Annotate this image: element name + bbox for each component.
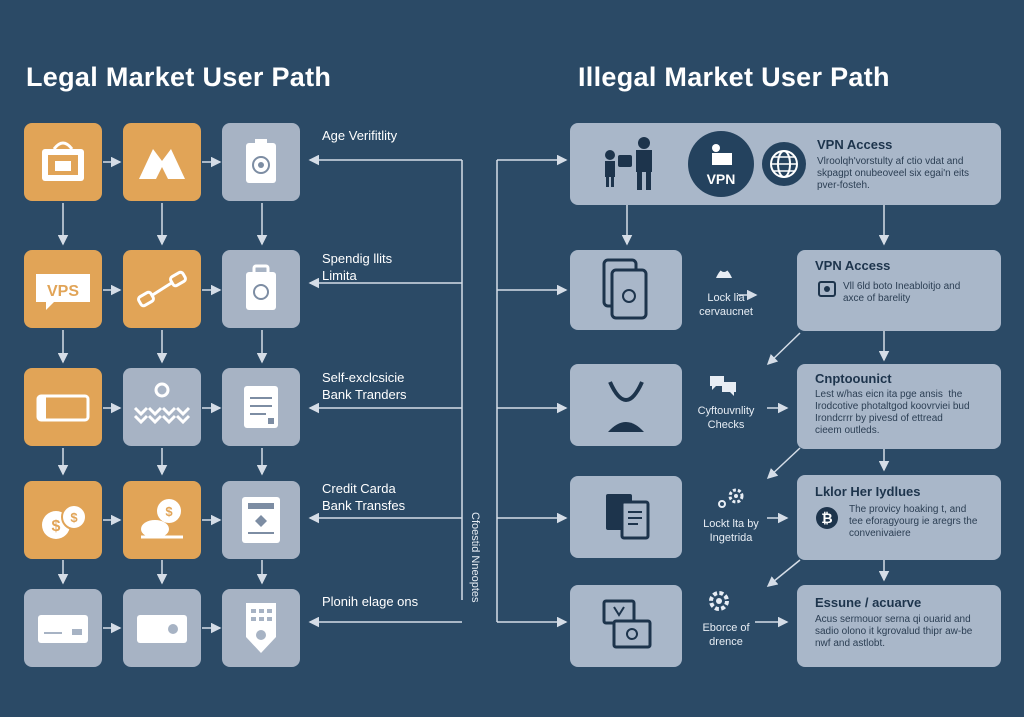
- gear-chevrons-icon: [133, 382, 191, 425]
- escrow-panel-title: Essune / acuarve: [815, 595, 922, 610]
- globe-icon: [770, 150, 798, 178]
- vpn-access-panel[interactable]: VPN Access Vll 6ld boto Ineabloitjo and …: [797, 250, 1001, 331]
- label-cyftouvnlity-checks: Cyftouvnlity Checks: [697, 405, 755, 431]
- label-spending-limits: Spendig llits Limita: [322, 251, 393, 283]
- connector-tile[interactable]: [123, 250, 201, 328]
- bitcoin-panel-body: The provicy hoaking t, and tee eforagyou…: [849, 504, 978, 539]
- escrow-panel-body: Acus sermouor serna qi ouarid and sadio …: [815, 614, 973, 649]
- credit-card-tile[interactable]: [24, 589, 102, 667]
- top-panel-title: VPN Access: [817, 137, 893, 152]
- label-pronih-stages: Plonih elage ons: [322, 594, 419, 609]
- bitcoin-icon: ₿: [816, 507, 838, 529]
- illegal-path-title: Illegal Market User Path: [578, 62, 890, 92]
- form-icon: [242, 497, 280, 543]
- label-self-exclusion: Self-exclcsicie Bank Tranders: [322, 370, 407, 402]
- people-icon: [605, 137, 652, 190]
- document-tile[interactable]: [222, 368, 300, 446]
- lock-icon: [716, 264, 732, 278]
- vpn-access-panel-title: VPN Access: [815, 258, 891, 273]
- cryptocurrency-panel[interactable]: Cnptoounict Lest w/has eicn ita pge ansi…: [797, 364, 1001, 449]
- coins-icon: $$: [42, 504, 87, 539]
- gears-icon: [718, 488, 744, 508]
- vps-tile[interactable]: VPS: [24, 250, 102, 328]
- label-lockt-ingetrida: Lockt lta by Ingetrida: [703, 518, 759, 544]
- id-badge-icon: [246, 139, 276, 183]
- documents-icon: [606, 494, 650, 540]
- settings-gear-icon: [709, 591, 729, 611]
- bank-form-tile[interactable]: [222, 481, 300, 559]
- top-panel-body: Vlroolqh'vorstulty af ctio vdat and skpa…: [817, 156, 970, 191]
- device-screens-icon: [602, 599, 652, 649]
- label-age-verification: Age Verifitlity: [322, 128, 398, 143]
- keypad-tile[interactable]: [222, 589, 300, 667]
- label-credit-cards: Credit Carda Bank Transfes: [322, 481, 406, 513]
- vpn-user-icon: [712, 144, 732, 165]
- bitcoin-panel-title: Lklor Her Iydlues: [815, 484, 921, 499]
- tent-icon: [139, 149, 185, 179]
- svg-text:$: $: [165, 504, 173, 519]
- device-card[interactable]: [570, 585, 682, 667]
- user-card[interactable]: [570, 364, 682, 446]
- vpn-badge: VPN: [688, 131, 754, 197]
- documents-card[interactable]: [570, 476, 682, 558]
- calendar-doc-icon: [244, 386, 278, 428]
- card-tile[interactable]: [24, 368, 102, 446]
- vpn-access-panel-body: Vll 6ld boto Ineabloitjo and axce of bar…: [843, 281, 961, 304]
- user-icon: [608, 381, 644, 432]
- bitcoin-panel[interactable]: Lklor Her Iydlues ₿ The provicy hoaking …: [797, 475, 1001, 560]
- vertical-connector-label: Cfoestid Nneoptes: [469, 512, 481, 603]
- card-outline-icon: [36, 394, 90, 422]
- card-check-icon: [137, 615, 187, 643]
- svg-text:₿: ₿: [821, 510, 832, 526]
- phones-card[interactable]: [570, 250, 682, 330]
- svg-text:$: $: [70, 510, 78, 525]
- shopping-bag-tile[interactable]: [24, 123, 102, 201]
- cryptocurrency-panel-body: Lest w/has eicn ita pge ansis the Irodco…: [815, 389, 970, 436]
- legal-path-title: Legal Market User Path: [26, 62, 332, 92]
- coins-tile[interactable]: $$: [24, 481, 102, 559]
- bin-icon: [246, 264, 276, 310]
- market-stall-tile[interactable]: [123, 123, 201, 201]
- shopping-bag-icon: [42, 141, 84, 181]
- verification-id-tile[interactable]: [222, 123, 300, 201]
- label-lock-cervaucnet: Lock lia cervaucnet: [699, 292, 753, 318]
- payment-card-tile[interactable]: [123, 589, 201, 667]
- coin-hand-tile[interactable]: $: [123, 481, 201, 559]
- phones-icon: [602, 258, 648, 320]
- vpn-access-top-panel[interactable]: VPN VPN Access Vlroolqh'vorstulty af cti…: [570, 123, 1001, 205]
- credit-card-icon: [38, 615, 88, 643]
- keypad-tag-icon: [246, 603, 276, 653]
- cryptocurrency-panel-title: Cnptoounict: [815, 371, 892, 386]
- wallet-icon: [818, 281, 836, 297]
- label-eborce-drence: Eborce of drence: [702, 622, 750, 648]
- limits-bin-tile[interactable]: [222, 250, 300, 328]
- coin-hand-icon: $: [141, 499, 183, 539]
- vps-speech-icon: VPS: [36, 274, 90, 310]
- svg-text:$: $: [52, 518, 61, 535]
- chain-link-icon: [137, 270, 187, 308]
- chat-bubbles-icon: [710, 376, 736, 396]
- settings-chevrons-tile[interactable]: [123, 368, 201, 446]
- escrow-panel[interactable]: Essune / acuarve Acus sermouor serna qi …: [797, 585, 1001, 667]
- svg-text:VPS: VPS: [47, 283, 79, 300]
- vpn-badge-text: VPN: [706, 171, 736, 187]
- globe-badge: [762, 142, 806, 186]
